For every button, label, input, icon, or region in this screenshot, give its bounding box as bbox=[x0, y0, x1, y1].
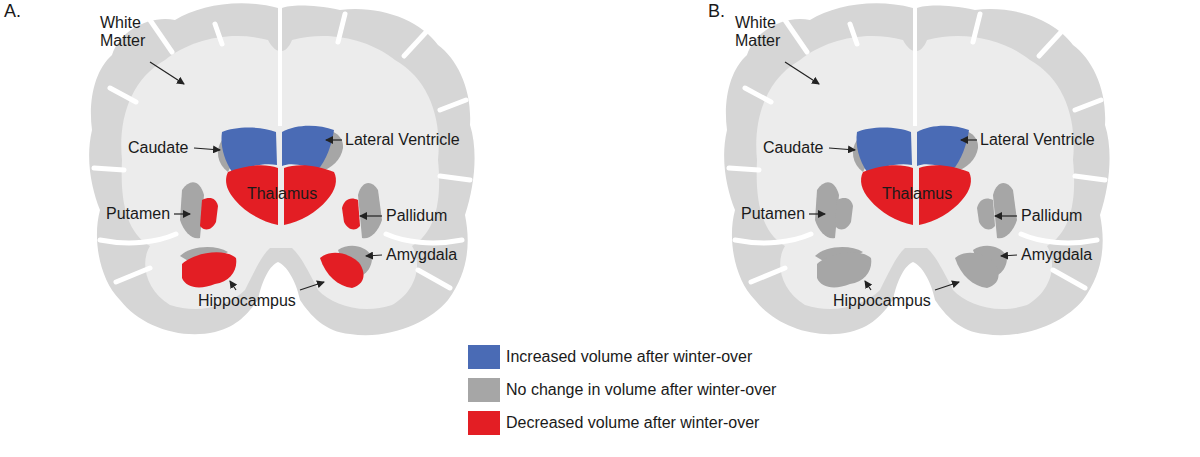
legend-swatch bbox=[468, 411, 500, 435]
legend-swatch bbox=[468, 378, 500, 402]
panel-letter: B. bbox=[708, 2, 725, 20]
region-label: Caudate bbox=[763, 139, 824, 157]
region-label: Hippocampus bbox=[833, 292, 931, 310]
region-label: Amygdala bbox=[386, 246, 457, 264]
panel-letter: A. bbox=[4, 2, 21, 20]
structures-b bbox=[815, 126, 1017, 288]
thalamus-text-box: Thalamus bbox=[859, 160, 975, 228]
region-label: Putamen bbox=[741, 205, 805, 223]
leader-lines bbox=[785, 62, 1017, 290]
legend-swatch bbox=[468, 345, 500, 369]
region-label: Thalamus bbox=[882, 185, 952, 203]
thalamus-region: Thalamus bbox=[859, 160, 975, 228]
region-label: Lateral Ventricle bbox=[345, 131, 460, 149]
region-label: Amygdala bbox=[1021, 246, 1092, 264]
brain-outline bbox=[89, 3, 474, 335]
region-label: Pallidum bbox=[1021, 207, 1082, 225]
region-label: Putamen bbox=[106, 205, 170, 223]
legend-text: Increased volume after winter-over bbox=[506, 348, 752, 366]
region-label: Lateral Ventricle bbox=[980, 131, 1095, 149]
region-label: Hippocampus bbox=[198, 292, 296, 310]
thalamus-region: Thalamus bbox=[224, 160, 340, 228]
brain-outline bbox=[724, 3, 1109, 335]
region-label: White Matter bbox=[100, 14, 162, 50]
leader-lines bbox=[150, 62, 382, 290]
thalamus-text-box: Thalamus bbox=[224, 160, 340, 228]
region-label: Thalamus bbox=[247, 185, 317, 203]
structures-a bbox=[180, 126, 382, 288]
legend-text: No change in volume after winter-over bbox=[506, 381, 776, 399]
region-label: Caudate bbox=[128, 139, 189, 157]
legend-text: Decreased volume after winter-over bbox=[506, 414, 759, 432]
region-label: Pallidum bbox=[386, 207, 447, 225]
region-label: White Matter bbox=[735, 14, 797, 50]
